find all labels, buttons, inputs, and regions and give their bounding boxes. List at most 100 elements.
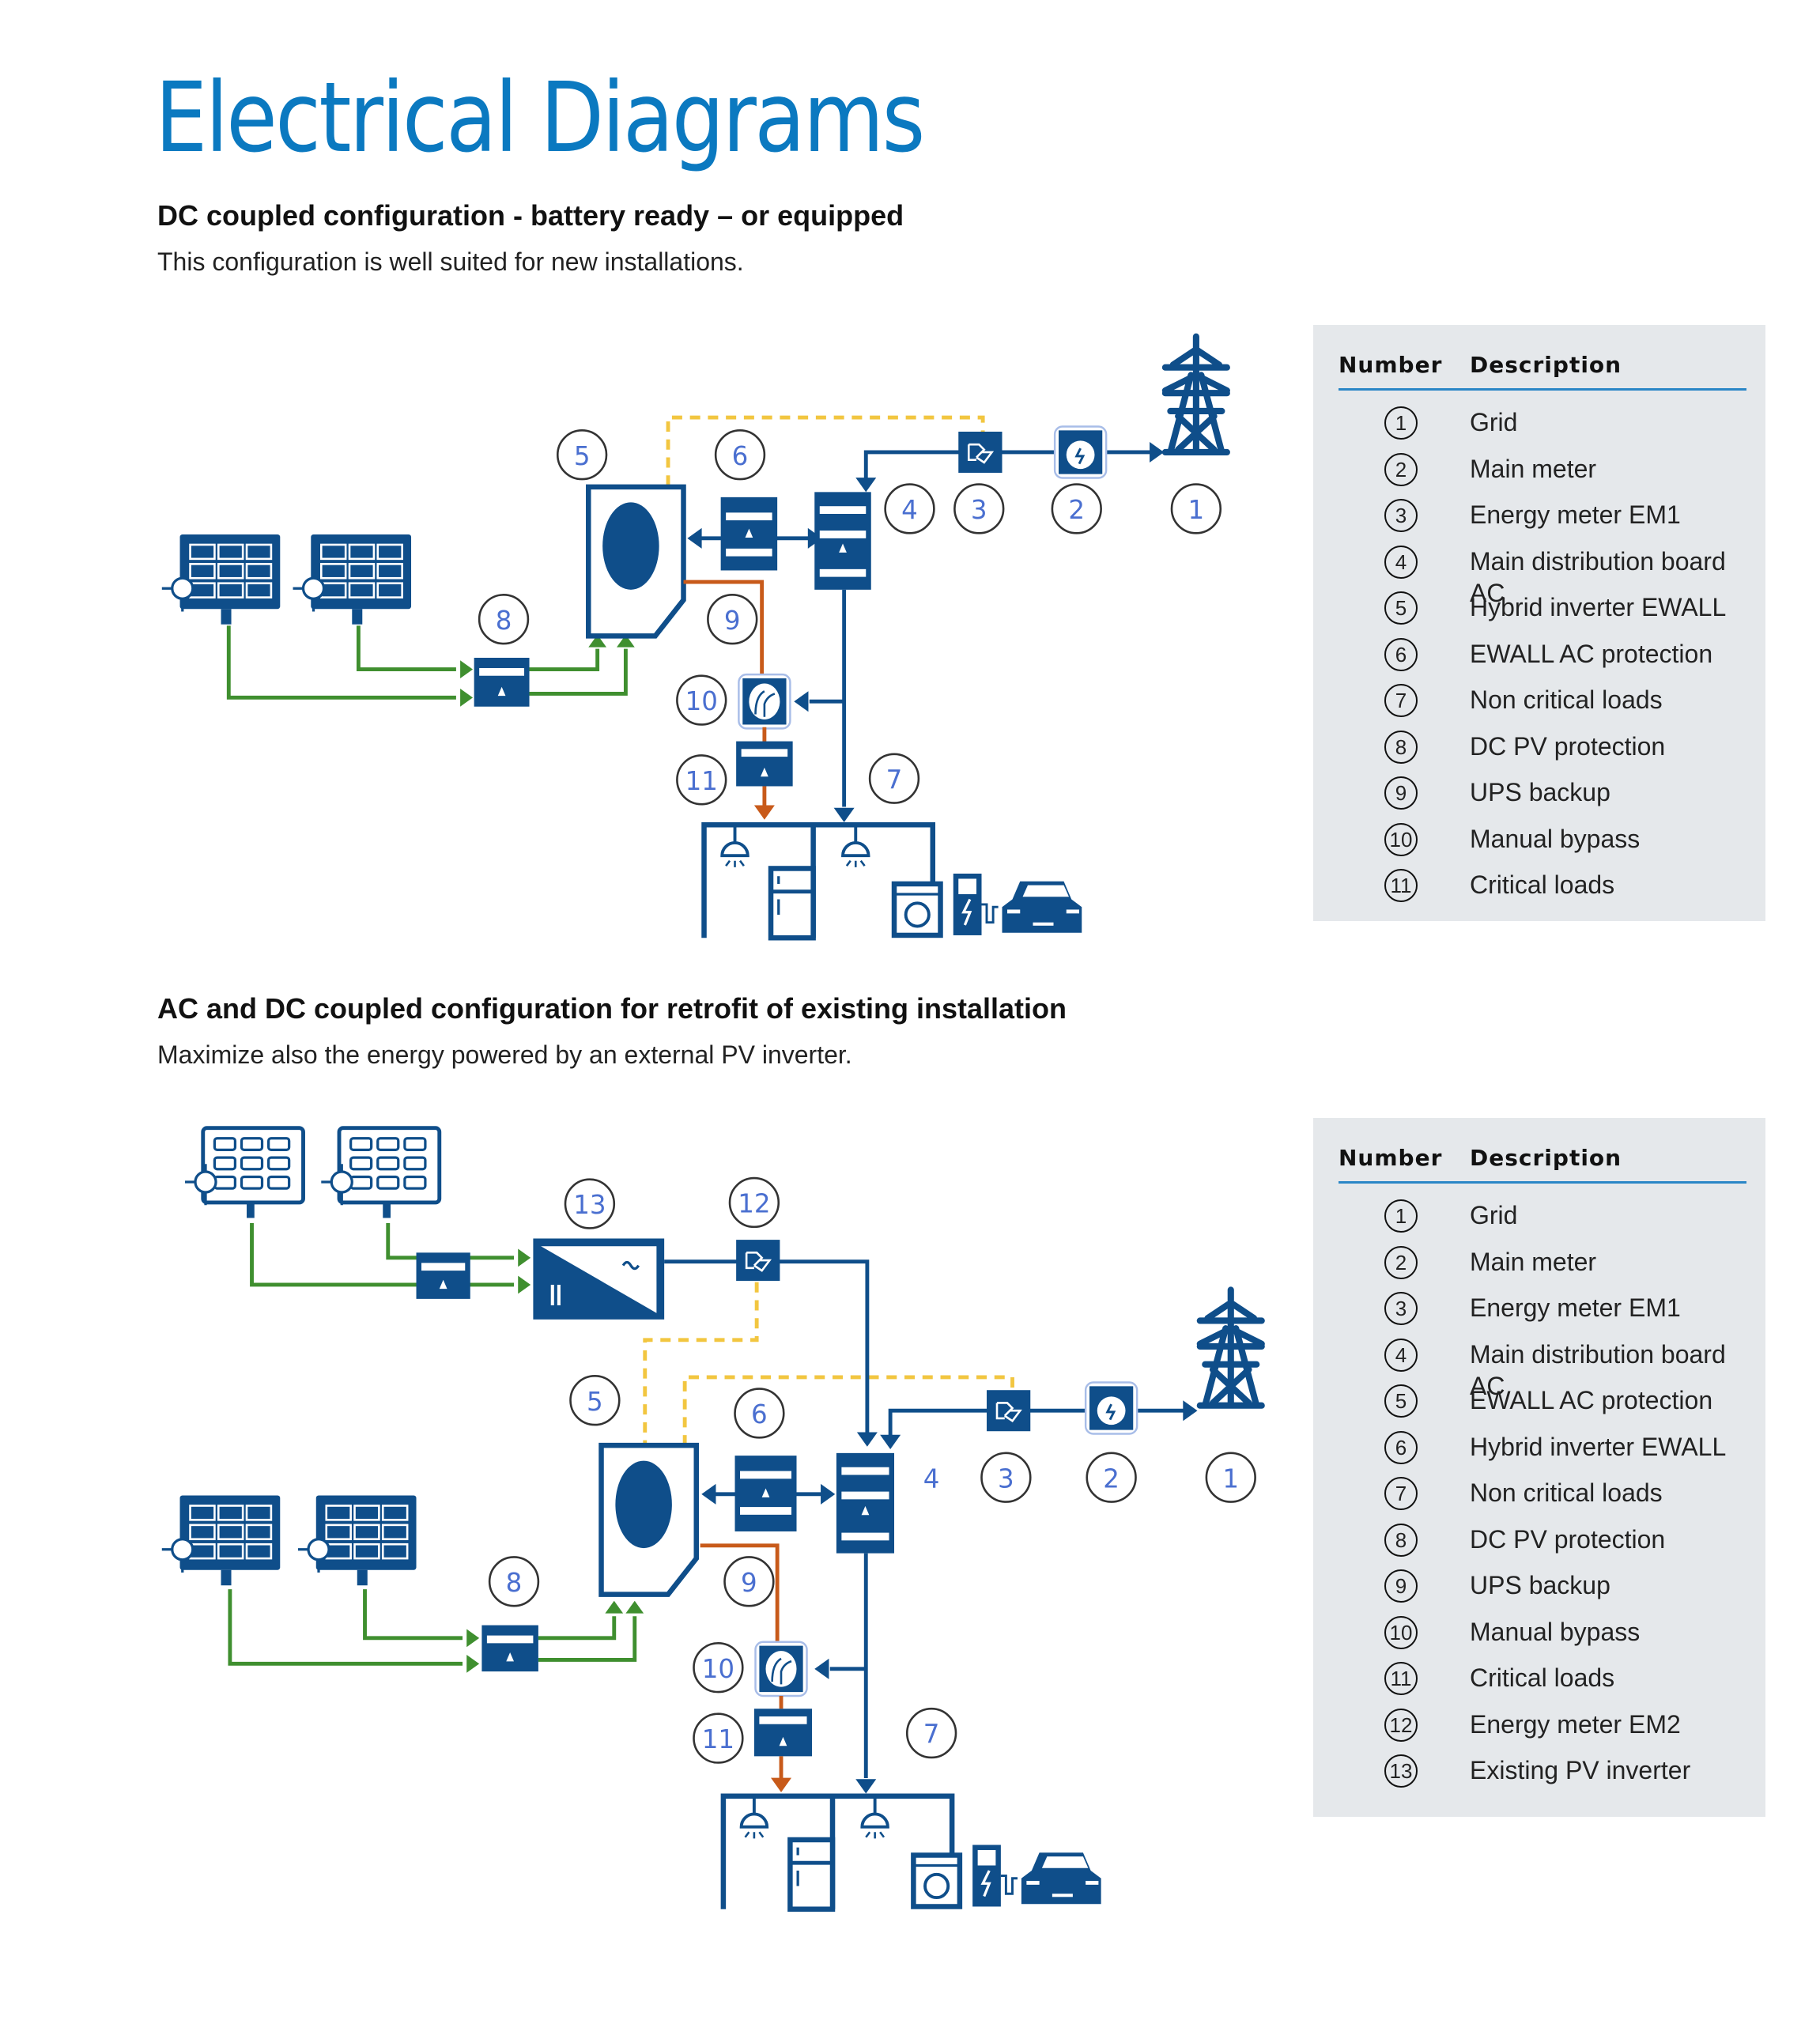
label-number: 8 bbox=[496, 606, 512, 636]
legend-number-badge: 4 bbox=[1384, 1338, 1418, 1372]
panel-cell bbox=[381, 1524, 409, 1541]
arrow-head bbox=[687, 527, 702, 549]
washing-machine-icon bbox=[891, 881, 943, 938]
label-circle bbox=[734, 1388, 785, 1439]
legend-row: 11 Critical loads bbox=[1313, 1657, 1765, 1703]
pv-panel-icon bbox=[298, 1495, 417, 1586]
legend-number-badge: 8 bbox=[1384, 730, 1418, 764]
panel-cell bbox=[319, 543, 347, 561]
loads-group bbox=[720, 1793, 1101, 1912]
legend-description: Hybrid inverter EWALL bbox=[1470, 593, 1727, 621]
panel-cell bbox=[189, 563, 216, 580]
warning-triangle bbox=[761, 1488, 770, 1497]
manual-bypass-icon bbox=[754, 1641, 808, 1697]
panel-cell bbox=[348, 563, 376, 580]
breaker-body bbox=[753, 1709, 813, 1757]
fridge-body bbox=[787, 1837, 836, 1912]
legend-description: Manual bypass bbox=[1470, 1617, 1641, 1646]
component-label: 13 bbox=[564, 1178, 616, 1229]
panel-cell bbox=[213, 1137, 237, 1151]
legend-description: Critical loads bbox=[1470, 1663, 1615, 1692]
arrow-head bbox=[460, 688, 474, 707]
pv-dc-line bbox=[250, 1222, 515, 1287]
legend-description: DC PV protection bbox=[1470, 731, 1666, 761]
label-circle bbox=[868, 753, 920, 804]
car-headlight bbox=[1007, 909, 1021, 914]
car-grille bbox=[1052, 1894, 1073, 1898]
label-circle bbox=[556, 429, 608, 481]
sun-icon bbox=[307, 1538, 330, 1561]
warning-triangle bbox=[779, 1736, 787, 1746]
arrow-head bbox=[855, 478, 877, 493]
car-headlight bbox=[1026, 1880, 1040, 1885]
hybrid-inverter-icon bbox=[586, 484, 686, 639]
sun-icon bbox=[330, 1170, 353, 1194]
label-circle bbox=[1205, 1452, 1256, 1503]
car-headlight bbox=[1066, 909, 1080, 914]
warning-triangle bbox=[506, 1652, 515, 1662]
pv-panel-icon bbox=[185, 1126, 305, 1218]
pv-dc-line bbox=[529, 648, 628, 696]
label-number: 9 bbox=[741, 1568, 757, 1598]
component-label: 10 bbox=[676, 674, 727, 726]
hybrid-inverter-icon bbox=[598, 1442, 700, 1597]
legend-number-badge: 11 bbox=[1384, 1662, 1418, 1695]
legend-description: EWALL AC protection bbox=[1470, 1386, 1713, 1414]
label-number: 3 bbox=[971, 495, 987, 525]
label-number: 6 bbox=[751, 1399, 768, 1429]
breaker-body bbox=[416, 1252, 470, 1299]
legend-description: Main meter bbox=[1470, 1247, 1597, 1276]
breaker-band bbox=[726, 512, 772, 521]
charger-screen bbox=[958, 878, 977, 894]
component-label: 6 bbox=[734, 1388, 785, 1439]
component-label: 5 bbox=[556, 429, 608, 481]
label-number: 10 bbox=[685, 686, 718, 716]
panel-cell bbox=[217, 1505, 244, 1521]
label-number: 2 bbox=[1103, 1463, 1120, 1493]
component-label: 8 bbox=[478, 594, 530, 645]
arrow-head bbox=[771, 1777, 792, 1792]
component-label: 7 bbox=[905, 1707, 957, 1759]
legend-description: Energy meter EM1 bbox=[1470, 500, 1681, 529]
pv-dc-line bbox=[529, 648, 600, 672]
arrow-head bbox=[821, 1483, 836, 1505]
component-label: 5 bbox=[569, 1375, 621, 1426]
panel-cell bbox=[353, 1543, 380, 1560]
panel-cell bbox=[189, 1524, 216, 1541]
arrow-head bbox=[605, 1600, 624, 1614]
lamp-shade bbox=[841, 825, 870, 858]
legend-description: Grid bbox=[1470, 1201, 1518, 1229]
label-circle bbox=[884, 483, 935, 534]
sun-icon bbox=[301, 576, 326, 600]
breaker-band bbox=[841, 1532, 889, 1541]
legend-number-badge: 9 bbox=[1384, 1569, 1418, 1603]
pv-dc-line bbox=[538, 1616, 617, 1641]
legend-col-number: Number bbox=[1339, 352, 1443, 378]
component-label: 4 bbox=[923, 1463, 940, 1493]
arrow-head bbox=[1150, 441, 1165, 463]
label-circle bbox=[905, 1707, 957, 1759]
panel-cell bbox=[381, 1543, 409, 1560]
panel-cell bbox=[381, 1505, 409, 1521]
arrow-head bbox=[466, 1629, 480, 1648]
car-windshield bbox=[1022, 885, 1070, 897]
breaker-band bbox=[726, 548, 772, 557]
communication-line bbox=[643, 1282, 759, 1446]
component-label: 1 bbox=[1170, 483, 1222, 534]
car-icon bbox=[1002, 881, 1082, 933]
legend-description: Energy meter EM1 bbox=[1470, 1293, 1681, 1322]
label-number: 8 bbox=[506, 1568, 523, 1598]
component-label: 10 bbox=[693, 1642, 744, 1694]
panel-cell bbox=[319, 563, 347, 580]
label-circle bbox=[488, 1556, 540, 1607]
bypass-glyph bbox=[754, 690, 776, 717]
label-number: 10 bbox=[702, 1654, 734, 1684]
label-number: 1 bbox=[1188, 495, 1205, 525]
panel-cell bbox=[349, 1175, 373, 1190]
label-number: 4 bbox=[901, 495, 918, 525]
